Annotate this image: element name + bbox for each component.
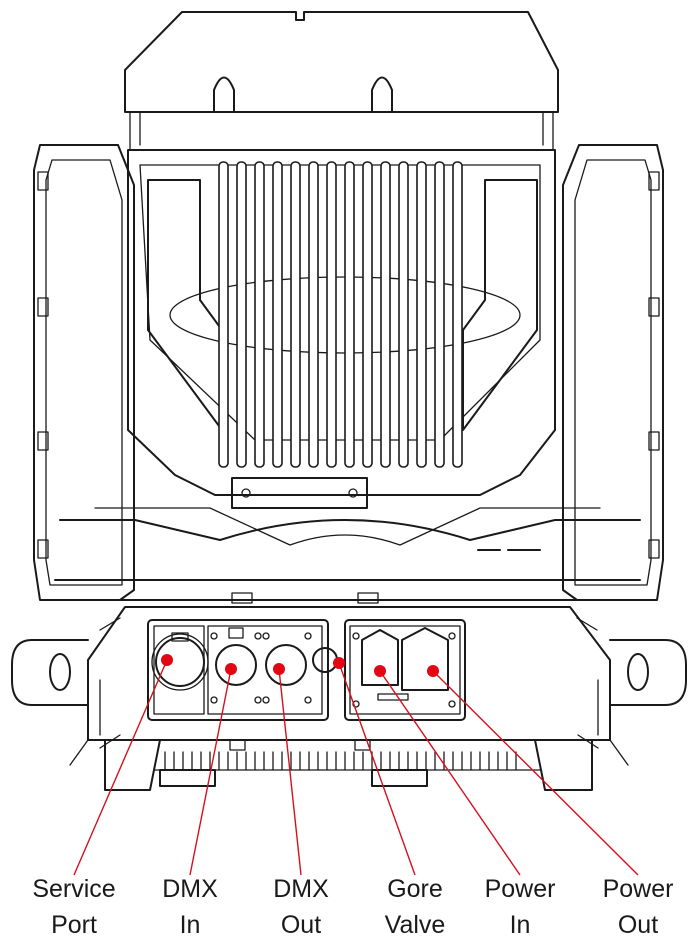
- gore-valve-label-line1: Gore: [387, 875, 443, 903]
- power-out-label-line1: Power: [603, 875, 674, 903]
- service-port-leader: [73, 659, 168, 876]
- dmx-in-label-line1: DMX: [162, 875, 218, 903]
- power-out-label-line2: Out: [618, 911, 658, 939]
- vent-slots: [164, 751, 517, 771]
- power-out-marker: [427, 665, 439, 677]
- service-port-label-line2: Port: [51, 911, 97, 939]
- gore-valve-marker: [333, 657, 345, 669]
- service-port-connector: [155, 637, 205, 687]
- callout-labels: Service Port DMX In DMX Out Gore Valve P…: [32, 875, 673, 939]
- dmx-in-label-line2: In: [180, 911, 201, 939]
- dmx-out-connector: [265, 644, 307, 686]
- service-port-marker: [161, 654, 173, 666]
- callout-markers: [161, 654, 439, 677]
- dmx-out-leader: [278, 668, 302, 876]
- gore-valve-connector: [312, 647, 338, 673]
- dmx-out-label-line2: Out: [281, 911, 321, 939]
- dmx-in-connector: [215, 644, 257, 686]
- right-connector-panel: [344, 619, 466, 721]
- gore-valve-leader: [338, 662, 416, 876]
- dmx-out-label-line1: DMX: [273, 875, 329, 903]
- power-in-marker: [374, 665, 386, 677]
- moving-head: [33, 11, 664, 604]
- dmx-out-marker: [273, 663, 285, 675]
- power-in-label-line2: In: [510, 911, 531, 939]
- base-unit: [11, 606, 687, 791]
- power-out-connector: [401, 627, 449, 691]
- gore-valve-label-line2: Valve: [385, 911, 446, 939]
- power-in-label-line1: Power: [485, 875, 556, 903]
- dmx-in-marker: [225, 663, 237, 675]
- heat-sink-fins: [218, 161, 463, 468]
- callout-leaders: [73, 659, 639, 876]
- left-connector-panel: [147, 619, 329, 721]
- service-port-label-line1: Service: [32, 875, 115, 903]
- power-in-leader: [379, 670, 521, 876]
- power-out-leader: [432, 670, 639, 876]
- power-in-connector: [361, 629, 399, 686]
- dmx-in-leader: [189, 668, 232, 876]
